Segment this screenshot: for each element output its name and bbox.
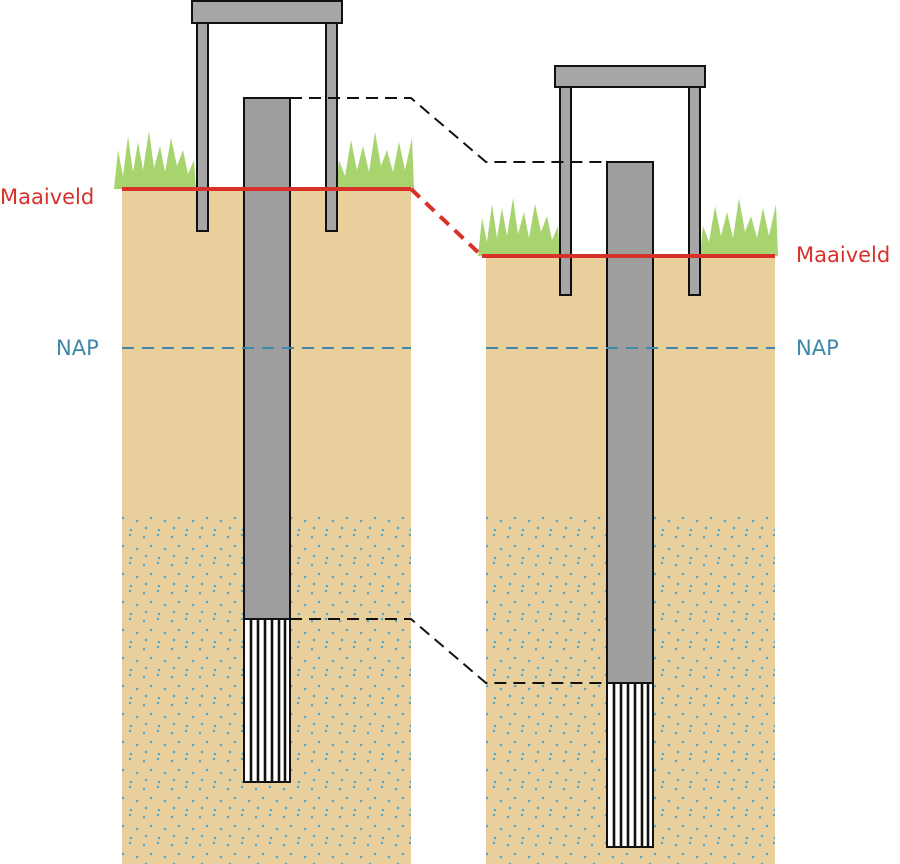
ground-level-line xyxy=(122,187,775,258)
right-frame-leg-left xyxy=(559,86,572,296)
left-frame-leg-left xyxy=(196,22,209,232)
right-pipe-filter xyxy=(606,682,654,848)
right-grass-tuft-2 xyxy=(700,198,778,256)
displacement-connectors xyxy=(290,97,607,684)
right-grass xyxy=(478,198,778,256)
nap-label-left: NAP xyxy=(56,336,99,360)
filter-top-connector xyxy=(290,618,607,684)
ground-line-drop xyxy=(409,187,484,258)
right-frame-cap xyxy=(554,65,706,88)
left-frame xyxy=(191,0,343,232)
pipe-top-connector xyxy=(290,97,607,163)
right-frame xyxy=(554,65,706,296)
left-pipe-body xyxy=(243,97,291,620)
ground-level-label-right: Maaiveld xyxy=(796,243,890,267)
left-frame-leg-right xyxy=(325,22,338,232)
left-grass xyxy=(114,131,414,189)
left-pipe xyxy=(243,97,291,783)
right-pipe xyxy=(606,161,654,848)
right-pipe-body xyxy=(606,161,654,684)
left-pipe-filter xyxy=(243,618,291,783)
left-grass-tuft-1 xyxy=(114,131,196,189)
right-frame-leg-right xyxy=(688,86,701,296)
ground-level-label-left: Maaiveld xyxy=(0,185,94,209)
nap-label-right: NAP xyxy=(796,336,839,360)
left-frame-cap xyxy=(191,0,343,24)
left-grass-tuft-2 xyxy=(336,132,414,189)
right-grass-tuft-1 xyxy=(478,198,560,256)
